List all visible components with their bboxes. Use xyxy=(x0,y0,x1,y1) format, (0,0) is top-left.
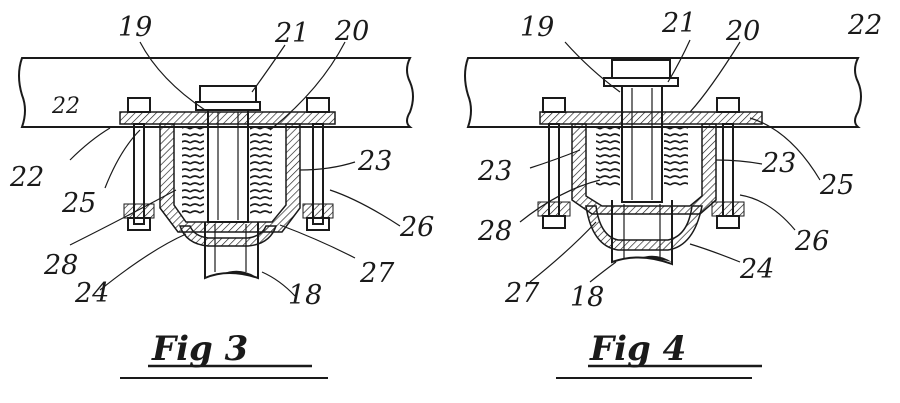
label-25: 25 xyxy=(819,170,854,201)
bolt-head-21 xyxy=(612,60,670,78)
spring-left xyxy=(596,128,620,188)
label-26: 26 xyxy=(399,212,434,243)
label-22-inner: 22 xyxy=(51,94,80,119)
mounting-plate xyxy=(120,112,335,124)
label-18: 18 xyxy=(288,280,322,311)
label-23: 23 xyxy=(357,146,392,177)
housing-23 xyxy=(160,124,300,232)
spring-right xyxy=(664,128,688,188)
bolt-shank-19 xyxy=(622,86,662,202)
label-19: 19 xyxy=(520,12,554,43)
label-26: 26 xyxy=(794,226,829,257)
label-21: 21 xyxy=(661,8,696,39)
leader-lines-fig3 xyxy=(70,42,400,296)
figure-3: 19 21 20 22 22 25 23 26 28 27 24 18 Fig … xyxy=(9,12,434,378)
label-23-left: 23 xyxy=(477,156,512,187)
label-24: 24 xyxy=(74,278,109,309)
mounting-plate xyxy=(540,112,762,124)
label-21: 21 xyxy=(274,18,309,49)
label-20: 20 xyxy=(725,16,760,47)
label-23-right: 23 xyxy=(761,148,796,179)
bolt-head-21 xyxy=(200,86,256,102)
spring-right xyxy=(250,128,272,216)
label-24: 24 xyxy=(739,254,774,285)
label-19: 19 xyxy=(118,12,152,43)
label-28: 28 xyxy=(43,250,78,281)
label-22: 22 xyxy=(9,162,44,193)
caption-fig-3: Fig 3 xyxy=(120,329,328,378)
housing-23 xyxy=(572,124,716,214)
label-27: 27 xyxy=(504,278,540,309)
svg-text:Fig 4: Fig 4 xyxy=(589,329,686,369)
label-28: 28 xyxy=(477,216,512,247)
svg-text:Fig 3: Fig 3 xyxy=(151,329,248,369)
spring-left xyxy=(182,128,204,216)
caption-fig-4: Fig 4 xyxy=(556,329,762,378)
label-20: 20 xyxy=(334,16,369,47)
label-27: 27 xyxy=(359,258,395,289)
label-25: 25 xyxy=(61,188,96,219)
label-18: 18 xyxy=(570,282,604,313)
figure-4: 19 21 20 22 23 23 25 28 26 27 24 18 Fig … xyxy=(465,8,882,378)
label-22: 22 xyxy=(847,10,882,41)
